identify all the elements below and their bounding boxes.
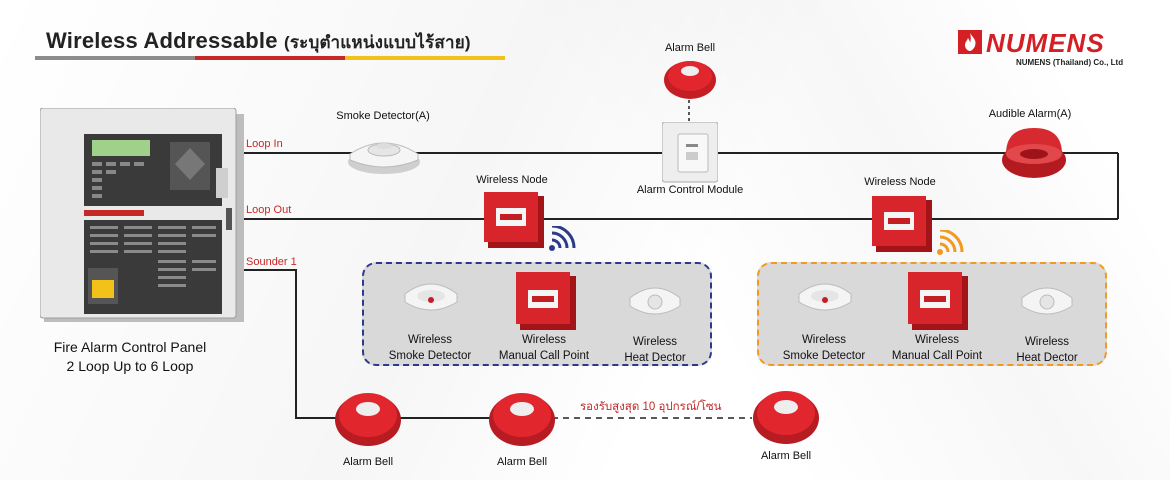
sounder-bell-2-label: Alarm Bell bbox=[496, 456, 548, 468]
alarm-bell-icon bbox=[335, 393, 401, 446]
alarm-bell-top-label: Alarm Bell bbox=[664, 42, 716, 54]
flame-logo-icon bbox=[958, 30, 982, 54]
group2-item2-line2: Manual Call Point bbox=[891, 350, 983, 362]
sounder-label: Sounder 1 bbox=[246, 256, 297, 268]
smoke-detector-label: Smoke Detector(A) bbox=[336, 110, 430, 122]
alarm-control-module-label: Alarm Control Module bbox=[636, 184, 744, 196]
wireless-node-right-label: Wireless Node bbox=[864, 176, 936, 188]
manual-call-point-icon bbox=[516, 272, 576, 330]
group1-item3-line1: Wireless bbox=[632, 336, 678, 348]
group2-item3-line2: Heat Dector bbox=[1016, 352, 1078, 364]
title-underline bbox=[35, 56, 505, 60]
wireless-node-right-icon bbox=[872, 196, 932, 252]
loop-in-label: Loop In bbox=[246, 138, 283, 150]
group1-item2-line1: Wireless bbox=[521, 334, 567, 346]
group2-item1-label: Wireless Smoke Detector bbox=[764, 332, 884, 364]
manual-call-point-icon bbox=[908, 272, 968, 330]
group1-item3-label: Wireless Heat Dector bbox=[600, 334, 710, 366]
group2-item1-line2: Smoke Detector bbox=[782, 350, 866, 362]
page-title: Wireless Addressable (ระบุตำแหน่งแบบไร้ส… bbox=[46, 28, 471, 53]
sounder-bell-1-label: Alarm Bell bbox=[342, 456, 394, 468]
heat-detector-icon bbox=[1021, 287, 1073, 315]
smoke-detector-icon bbox=[798, 283, 852, 311]
group2-item2-line1: Wireless bbox=[914, 334, 960, 346]
heat-detector-icon bbox=[629, 287, 681, 315]
alarm-control-module-icon bbox=[662, 122, 718, 183]
group2-item1-line1: Wireless bbox=[801, 334, 847, 346]
panel-caption: Fire Alarm Control Panel 2 Loop Up to 6 … bbox=[40, 338, 220, 376]
sounder-wire bbox=[242, 269, 345, 419]
wireless-node-left-label: Wireless Node bbox=[476, 174, 548, 186]
brand-name: NUMENS bbox=[986, 28, 1105, 58]
max-devices-note: รองรับสูงสุด 10 อุปกรณ์/โซน bbox=[580, 401, 722, 413]
alarm-bell-icon bbox=[489, 393, 555, 446]
wireless-node-left-icon bbox=[484, 192, 544, 248]
group1-item3-line2: Heat Dector bbox=[624, 352, 686, 364]
panel-caption-line1: Fire Alarm Control Panel bbox=[53, 339, 207, 355]
wireless-signal-icon bbox=[937, 230, 964, 255]
page-title-thai: (ระบุตำแหน่งแบบไร้สาย) bbox=[283, 33, 471, 52]
sounder-bell-3-label: Alarm Bell bbox=[760, 450, 812, 462]
panel-caption-line2: 2 Loop Up to 6 Loop bbox=[66, 358, 194, 374]
brand-logo: NUMENS NUMENS (Thailand) Co., Ltd bbox=[958, 26, 1144, 72]
smoke-detector-icon bbox=[404, 283, 458, 311]
group2-item3-label: Wireless Heat Dector bbox=[992, 334, 1102, 366]
group1-item2-line2: Manual Call Point bbox=[498, 350, 590, 362]
audible-alarm-icon bbox=[1002, 128, 1066, 178]
group1-item1-line2: Smoke Detector bbox=[388, 350, 472, 362]
group2-item2-label: Wireless Manual Call Point bbox=[877, 332, 997, 364]
group1-item2-label: Wireless Manual Call Point bbox=[484, 332, 604, 364]
alarm-bell-icon bbox=[664, 61, 716, 99]
group1-item1-line1: Wireless bbox=[407, 334, 453, 346]
smoke-detector-icon bbox=[348, 142, 420, 174]
loop-out-label: Loop Out bbox=[246, 204, 292, 216]
wireless-signal-icon bbox=[549, 226, 576, 251]
alarm-bell-icon bbox=[753, 391, 819, 444]
fire-alarm-panel-icon bbox=[40, 108, 244, 322]
group1-item1-label: Wireless Smoke Detector bbox=[370, 332, 490, 364]
group2-item3-line1: Wireless bbox=[1024, 336, 1070, 348]
company-name: NUMENS (Thailand) Co., Ltd bbox=[1016, 58, 1124, 67]
audible-alarm-label: Audible Alarm(A) bbox=[988, 108, 1072, 120]
